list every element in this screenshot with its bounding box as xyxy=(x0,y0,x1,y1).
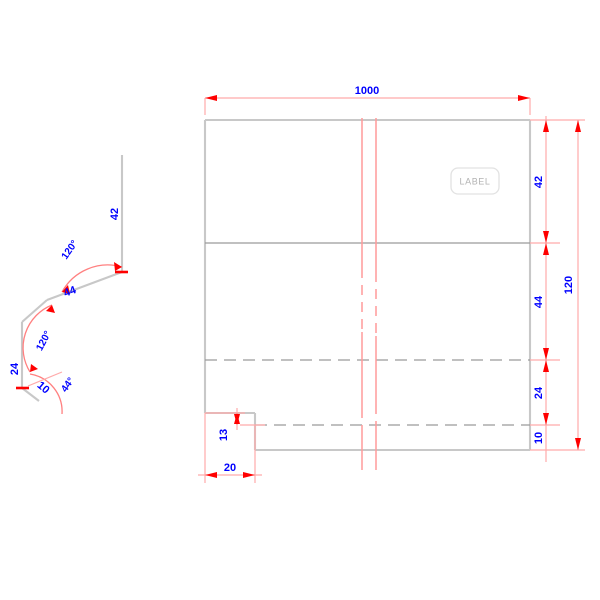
profile-angle-arrow-upper-b xyxy=(62,285,70,294)
dim-overall-height: 120 xyxy=(563,276,575,294)
label-tag-box xyxy=(450,167,500,195)
arrow-42-bottom xyxy=(543,231,549,243)
arrow-24-top xyxy=(543,360,549,372)
profile-angle-arrow-upper-a xyxy=(114,262,122,271)
label-tag-text: LABEL xyxy=(459,176,490,186)
profile-angle-120-lower: 120° xyxy=(34,329,53,352)
dim-right-42: 42 xyxy=(533,176,545,188)
dimension-overall-width: 1000 xyxy=(204,85,531,115)
arrow-13-bottom xyxy=(234,414,240,425)
profile-transition xyxy=(21,299,48,323)
dim-right-10: 10 xyxy=(533,432,545,444)
profile-dim-42: 42 xyxy=(109,208,121,220)
profile-segment-44 xyxy=(46,271,123,301)
profile-angle-arrow-lower-b xyxy=(30,364,38,372)
arrow-width-right xyxy=(518,95,530,101)
arrow-20-right xyxy=(243,472,255,478)
arrow-120-top xyxy=(575,120,581,132)
profile-dim-24: 24 xyxy=(9,362,21,375)
profile-view: 42 44 24 10 120° 120° 44° xyxy=(9,155,128,415)
dim-right-24: 24 xyxy=(533,386,545,399)
profile-angle-leader-44 xyxy=(27,371,63,387)
dim-step-width: 20 xyxy=(224,462,236,474)
profile-angle-arrow-lower-a xyxy=(46,305,55,313)
profile-angle-arc-lower xyxy=(22,304,53,373)
label-tag: LABEL xyxy=(450,167,500,195)
dim-step-height: 13 xyxy=(218,429,230,441)
arrow-24-bottom xyxy=(543,413,549,425)
front-view: LABEL xyxy=(203,118,532,470)
arrow-width-left xyxy=(205,95,217,101)
profile-segment-10 xyxy=(21,387,40,402)
profile-dim-44: 44 xyxy=(62,284,78,300)
profile-angle-120-upper: 120° xyxy=(60,238,81,261)
profile-angle-arc-44 xyxy=(29,373,63,415)
arrow-44-top xyxy=(543,243,549,255)
dim-overall-width: 1000 xyxy=(355,85,379,97)
dimension-step: 13 20 xyxy=(198,408,265,483)
profile-angle-44: 44° xyxy=(59,376,77,395)
arrow-120-bottom xyxy=(575,438,581,450)
dim-right-44: 44 xyxy=(533,295,545,308)
arrow-20-left xyxy=(205,472,217,478)
dimension-right-stack: 42 44 24 10 120 xyxy=(530,116,585,462)
profile-angle-arc-upper xyxy=(61,264,123,293)
arrow-42-top xyxy=(543,120,549,132)
arrow-44-bottom xyxy=(543,348,549,360)
